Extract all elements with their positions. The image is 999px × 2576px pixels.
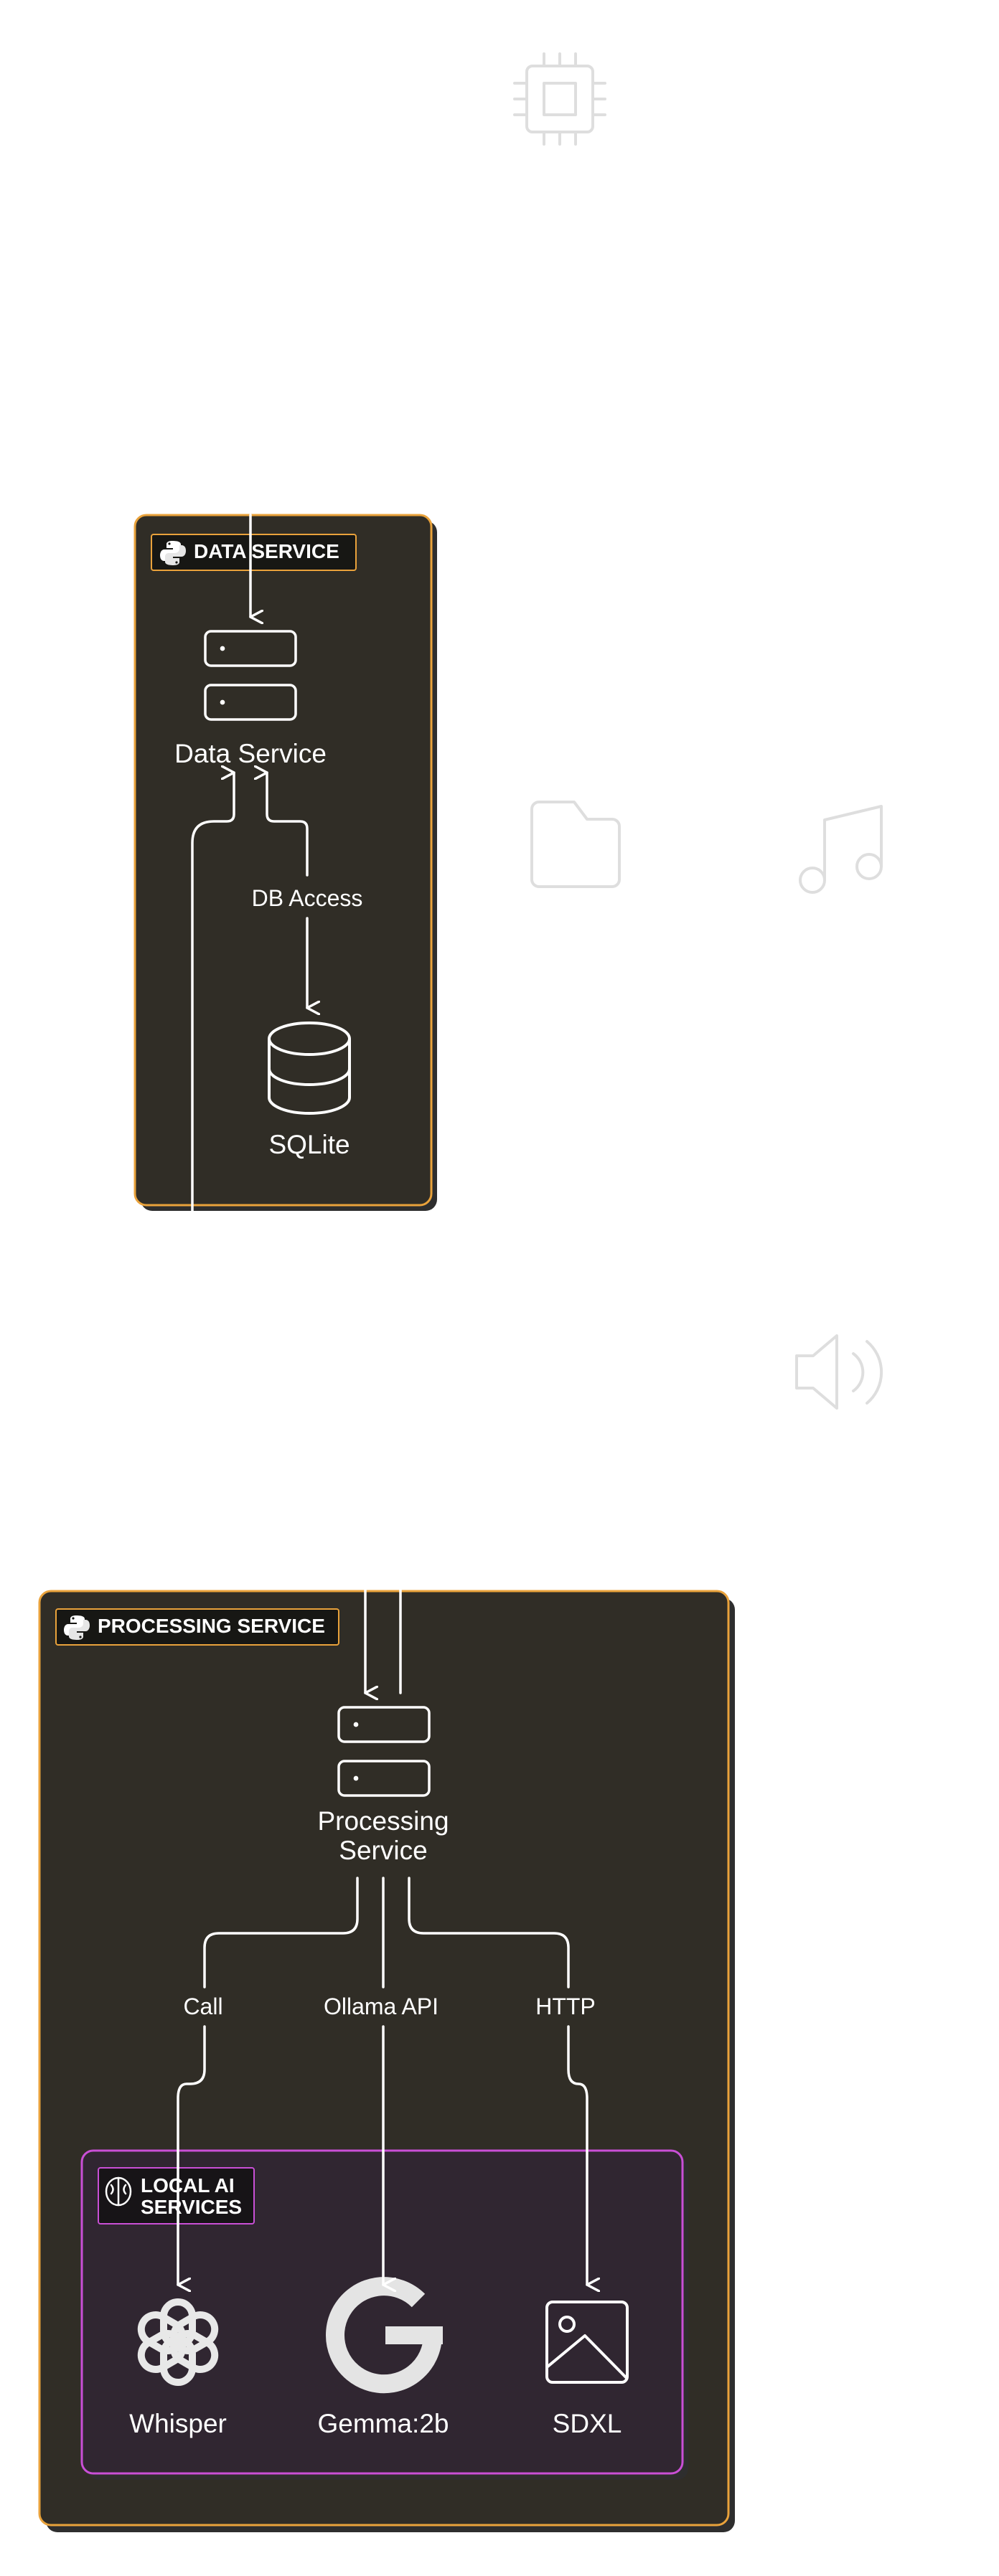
sqlite-label: SQLite — [268, 1130, 350, 1159]
folder-icon — [530, 801, 621, 888]
local-ai-services-title-line1: LOCAL AI — [141, 2174, 235, 2197]
processing-service-title: PROCESSING SERVICE — [98, 1615, 325, 1637]
data-service-group — [133, 514, 437, 1211]
local-ai-services-group — [80, 2149, 688, 2480]
local-ai-services-title-line2: SERVICES — [141, 2196, 242, 2218]
openai-icon — [137, 2298, 219, 2386]
processing-service-badge: PROCESSING SERVICE — [55, 1608, 339, 1646]
speaker-icon — [795, 1334, 883, 1410]
edge-up-to-data-service — [191, 773, 235, 1214]
python-icon — [64, 1615, 90, 1640]
image-icon — [545, 2301, 629, 2384]
local-ai-services-badge: LOCAL AI SERVICES — [98, 2167, 255, 2224]
processing-service-label-line2: Service — [339, 1836, 427, 1865]
data-service-label: Data Service — [174, 739, 327, 768]
edge-label-ollama-api: Ollama API — [324, 1994, 438, 2019]
edge-call — [178, 1877, 359, 2285]
gemma-label: Gemma:2b — [317, 2409, 449, 2438]
edge-label-http: HTTP — [535, 1994, 596, 2019]
data-service-title: DATA SERVICE — [194, 540, 339, 562]
database-icon — [268, 1022, 351, 1115]
edge-label-db-access: DB Access — [252, 885, 363, 911]
python-icon — [160, 541, 186, 565]
server-icon — [337, 1706, 431, 1797]
server-icon — [204, 630, 297, 721]
processing-service-label-line1: Processing — [317, 1806, 449, 1836]
brain-icon — [105, 2176, 132, 2207]
cpu-icon — [513, 52, 606, 146]
data-service-badge: DATA SERVICE — [151, 534, 357, 571]
edge-http — [408, 1877, 587, 2285]
edge-label-call: Call — [183, 1994, 222, 2019]
music-icon — [799, 805, 883, 894]
edge-db-access — [267, 773, 307, 1008]
sdxl-label: SDXL — [553, 2409, 622, 2438]
whisper-label: Whisper — [129, 2409, 227, 2438]
